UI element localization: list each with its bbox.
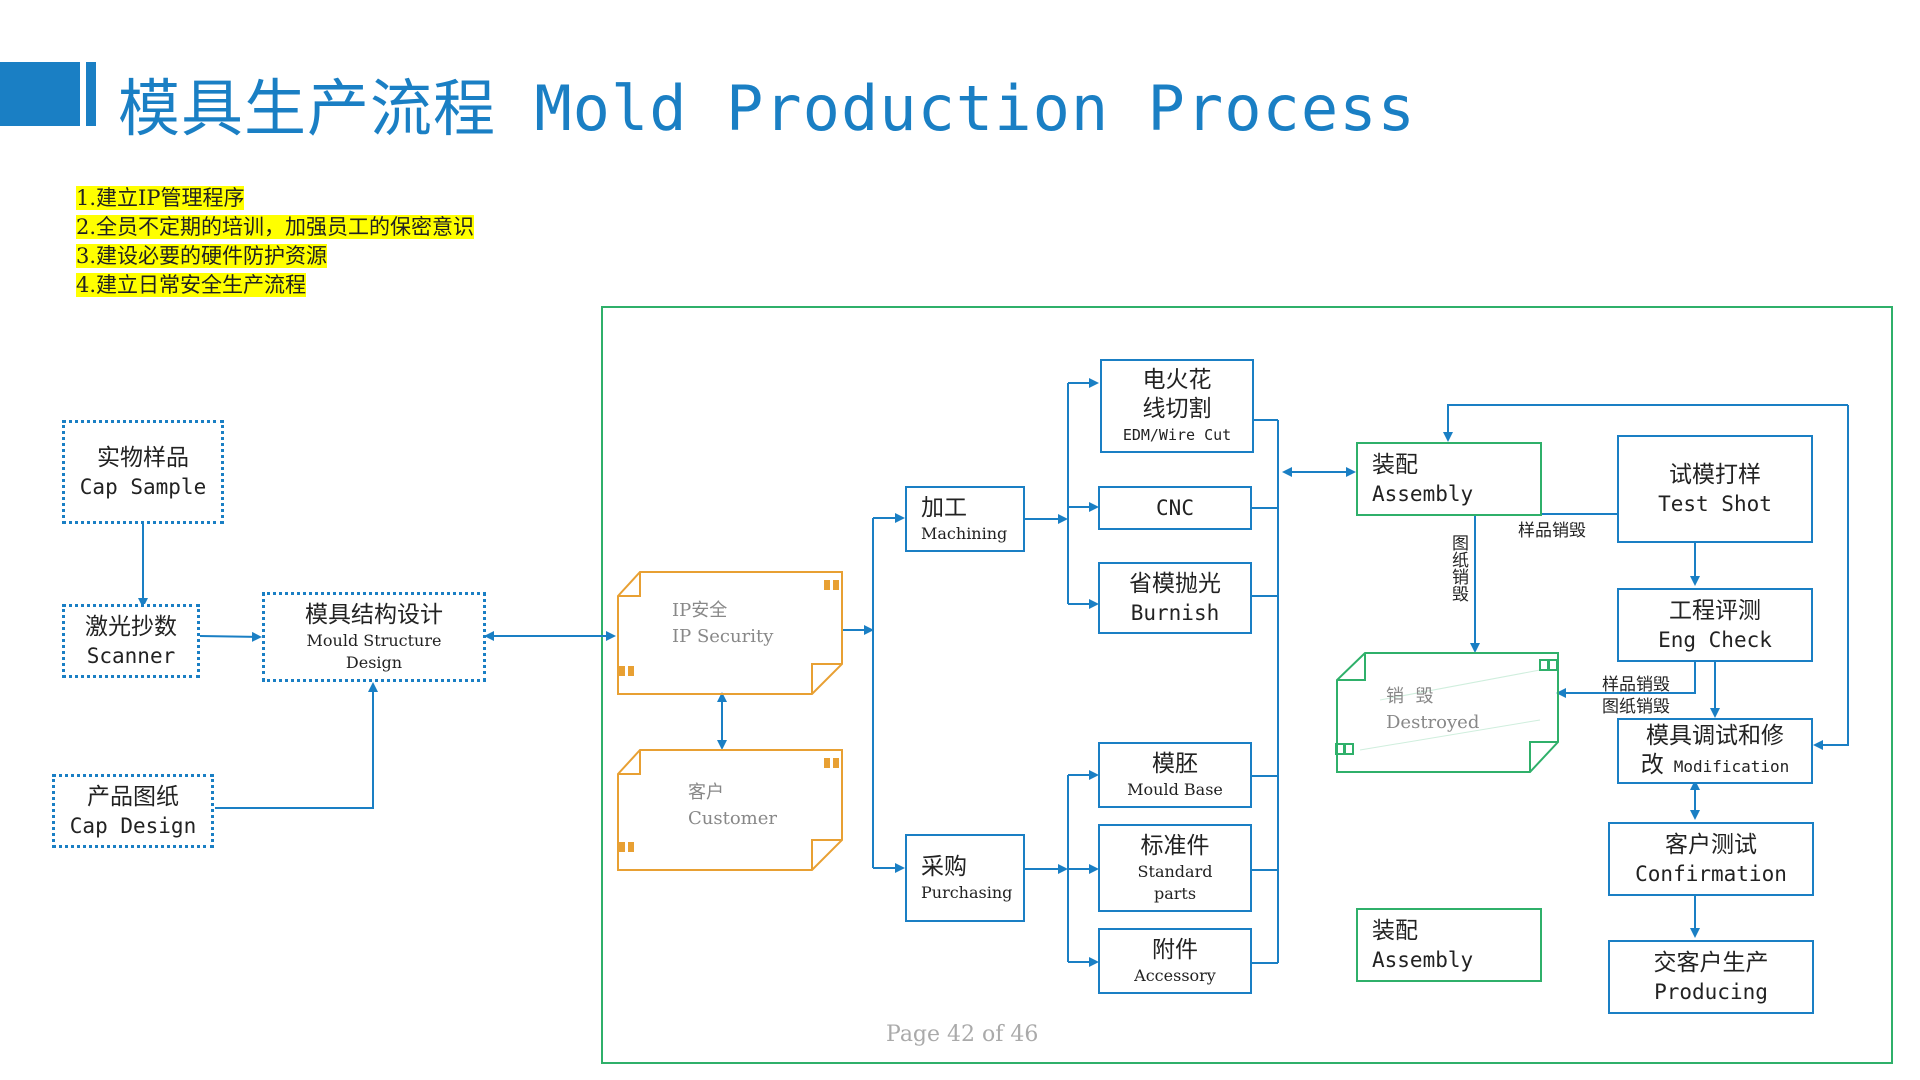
eng-check-box: 工程评测 Eng Check <box>1617 588 1813 662</box>
standard-parts-en2: parts <box>1153 883 1197 903</box>
modification-line2: 改 Modification <box>1641 751 1790 780</box>
cap-design-cn: 产品图纸 <box>87 783 179 810</box>
assembly-bottom-en: Assembly <box>1372 947 1474 972</box>
accessory-cn: 附件 <box>1152 936 1198 963</box>
producing-box: 交客户生产 Producing <box>1608 940 1814 1014</box>
cnc-en: CNC <box>1156 496 1194 520</box>
note-item: 4.建立日常安全生产流程 <box>76 273 307 297</box>
machining-cn: 加工 <box>921 494 967 521</box>
process-frame <box>601 306 1893 1064</box>
burnish-cn: 省模抛光 <box>1129 570 1221 597</box>
destroyed-label: 销 毁 Destroyed <box>1386 684 1479 736</box>
scanner-cn: 激光抄数 <box>85 613 177 640</box>
customer-cn: 客户 <box>688 782 724 803</box>
mould-design-en1: Mould Structure <box>306 630 442 650</box>
note-item: 2.全员不定期的培训，加强员工的保密意识 <box>76 215 475 239</box>
burnish-box: 省模抛光 Burnish <box>1098 562 1252 634</box>
mould-design-box: 模具结构设计 Mould Structure Design <box>262 592 486 682</box>
accessory-box: 附件 Accessory <box>1098 928 1252 994</box>
assembly-top-en: Assembly <box>1372 481 1474 506</box>
ip-security-label: IP安全 IP Security <box>672 598 773 650</box>
standard-parts-box: 标准件 Standard parts <box>1098 824 1252 912</box>
note-item: 1.建立IP管理程序 <box>76 186 245 210</box>
page-title: 模具生产流程 Mold Production Process <box>118 72 1416 145</box>
cap-sample-en: Cap Sample <box>79 474 207 499</box>
modification-cn1: 模具调试和修 <box>1646 723 1784 749</box>
machining-box: 加工 Machining <box>905 486 1025 552</box>
modification-en: Modification <box>1673 757 1790 776</box>
edm-cn1: 电火花 <box>1142 367 1212 393</box>
producing-en: Producing <box>1654 979 1768 1004</box>
modification-box: 模具调试和修 改 Modification <box>1617 718 1813 784</box>
destroyed-note <box>1336 652 1559 773</box>
destroyed-cn: 销 毁 <box>1386 686 1434 707</box>
note-item: 3.建设必要的硬件防护资源 <box>76 244 328 268</box>
ip-security-en: IP Security <box>672 626 774 647</box>
mould-design-cn: 模具结构设计 <box>305 601 443 628</box>
standard-parts-en1: Standard <box>1137 861 1213 881</box>
mould-base-en: Mould Base <box>1127 779 1223 799</box>
accessory-en: Accessory <box>1134 965 1216 985</box>
confirmation-cn: 客户测试 <box>1665 831 1757 858</box>
title-accent-bar <box>0 62 80 126</box>
confirmation-box: 客户测试 Confirmation <box>1608 822 1814 896</box>
drawing-destroy-vertical-text: 图纸销毁 <box>1448 534 1468 602</box>
title-accent-bar-thin <box>86 62 96 126</box>
drawing-destroy-vertical-label: 图纸销毁 <box>1448 534 1468 607</box>
assembly-top-box: 装配 Assembly <box>1356 442 1542 516</box>
ip-security-cn: IP安全 <box>672 600 728 621</box>
eng-check-en: Eng Check <box>1658 627 1772 652</box>
test-shot-en: Test Shot <box>1658 491 1772 516</box>
edm-cn2: 线切割 <box>1142 396 1212 422</box>
mould-design-en2: Design <box>345 652 403 672</box>
drawing-destroy-label-2: 图纸销毁 <box>1602 697 1670 717</box>
cap-design-en: Cap Design <box>69 813 197 838</box>
assembly-bottom-cn: 装配 <box>1372 917 1418 944</box>
customer-note <box>617 749 843 871</box>
cap-sample-box: 实物样品 Cap Sample <box>62 420 224 524</box>
sample-destroy-label: 样品销毁 <box>1518 521 1586 541</box>
modification-cn2: 改 <box>1640 752 1664 778</box>
ip-security-note <box>617 571 843 695</box>
purchasing-box: 采购 Purchasing <box>905 834 1025 922</box>
destroyed-en: Destroyed <box>1386 712 1480 733</box>
scanner-box: 激光抄数 Scanner <box>62 604 200 678</box>
assembly-top-cn: 装配 <box>1372 451 1418 478</box>
purchasing-cn: 采购 <box>921 853 967 880</box>
customer-en: Customer <box>688 808 777 829</box>
customer-label: 客户 Customer <box>688 780 777 832</box>
cnc-box: CNC <box>1098 486 1252 530</box>
mould-base-box: 模胚 Mould Base <box>1098 742 1252 808</box>
notes-list: 1.建立IP管理程序 2.全员不定期的培训，加强员工的保密意识 3.建设必要的硬… <box>76 184 475 300</box>
purchasing-en: Purchasing <box>921 882 1013 902</box>
confirmation-en: Confirmation <box>1635 861 1787 886</box>
test-shot-cn: 试模打样 <box>1669 461 1761 488</box>
scanner-en: Scanner <box>86 643 176 668</box>
mould-base-cn: 模胚 <box>1152 750 1198 777</box>
eng-check-cn: 工程评测 <box>1669 597 1761 624</box>
assembly-bottom-box: 装配 Assembly <box>1356 908 1542 982</box>
machining-en: Machining <box>921 523 1008 543</box>
page-footer: Page 42 of 46 <box>886 1022 1039 1047</box>
edm-box: 电火花 线切割 EDM/Wire Cut <box>1100 359 1254 453</box>
standard-parts-cn: 标准件 <box>1140 832 1210 859</box>
burnish-en: Burnish <box>1130 600 1220 625</box>
cap-sample-cn: 实物样品 <box>97 444 189 471</box>
sample-destroy-label-2: 样品销毁 <box>1602 675 1670 695</box>
edm-en: EDM/Wire Cut <box>1122 426 1232 444</box>
cap-design-box: 产品图纸 Cap Design <box>52 774 214 848</box>
producing-cn: 交客户生产 <box>1653 949 1769 976</box>
test-shot-box: 试模打样 Test Shot <box>1617 435 1813 543</box>
